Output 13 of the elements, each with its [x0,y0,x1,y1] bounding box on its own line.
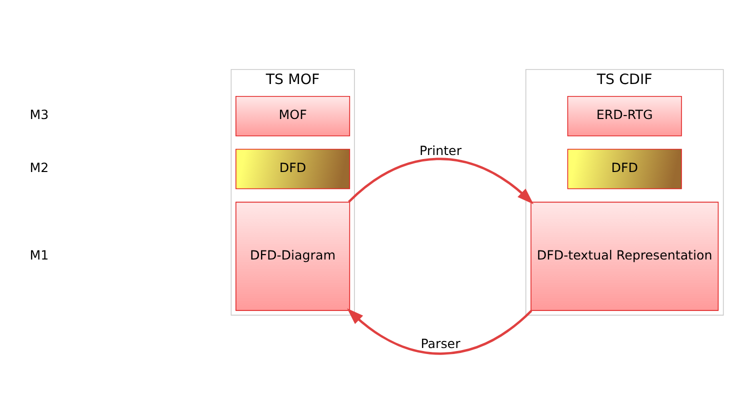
arrow [347,308,532,354]
node-box: ERD-RTG [567,95,682,136]
label: M3 [30,106,49,122]
node-box: DFD [567,148,682,189]
node-box: DFD [236,148,350,189]
edge-label: Printer [420,142,462,158]
label: M1 [30,246,49,262]
arrow [348,157,534,204]
node-box: DFD-textual Representation [530,201,719,310]
node-box: MOF [236,95,350,136]
label: M2 [30,160,49,175]
node-box: DFD-Diagram [236,201,350,310]
edge-label: Parser [420,335,460,350]
